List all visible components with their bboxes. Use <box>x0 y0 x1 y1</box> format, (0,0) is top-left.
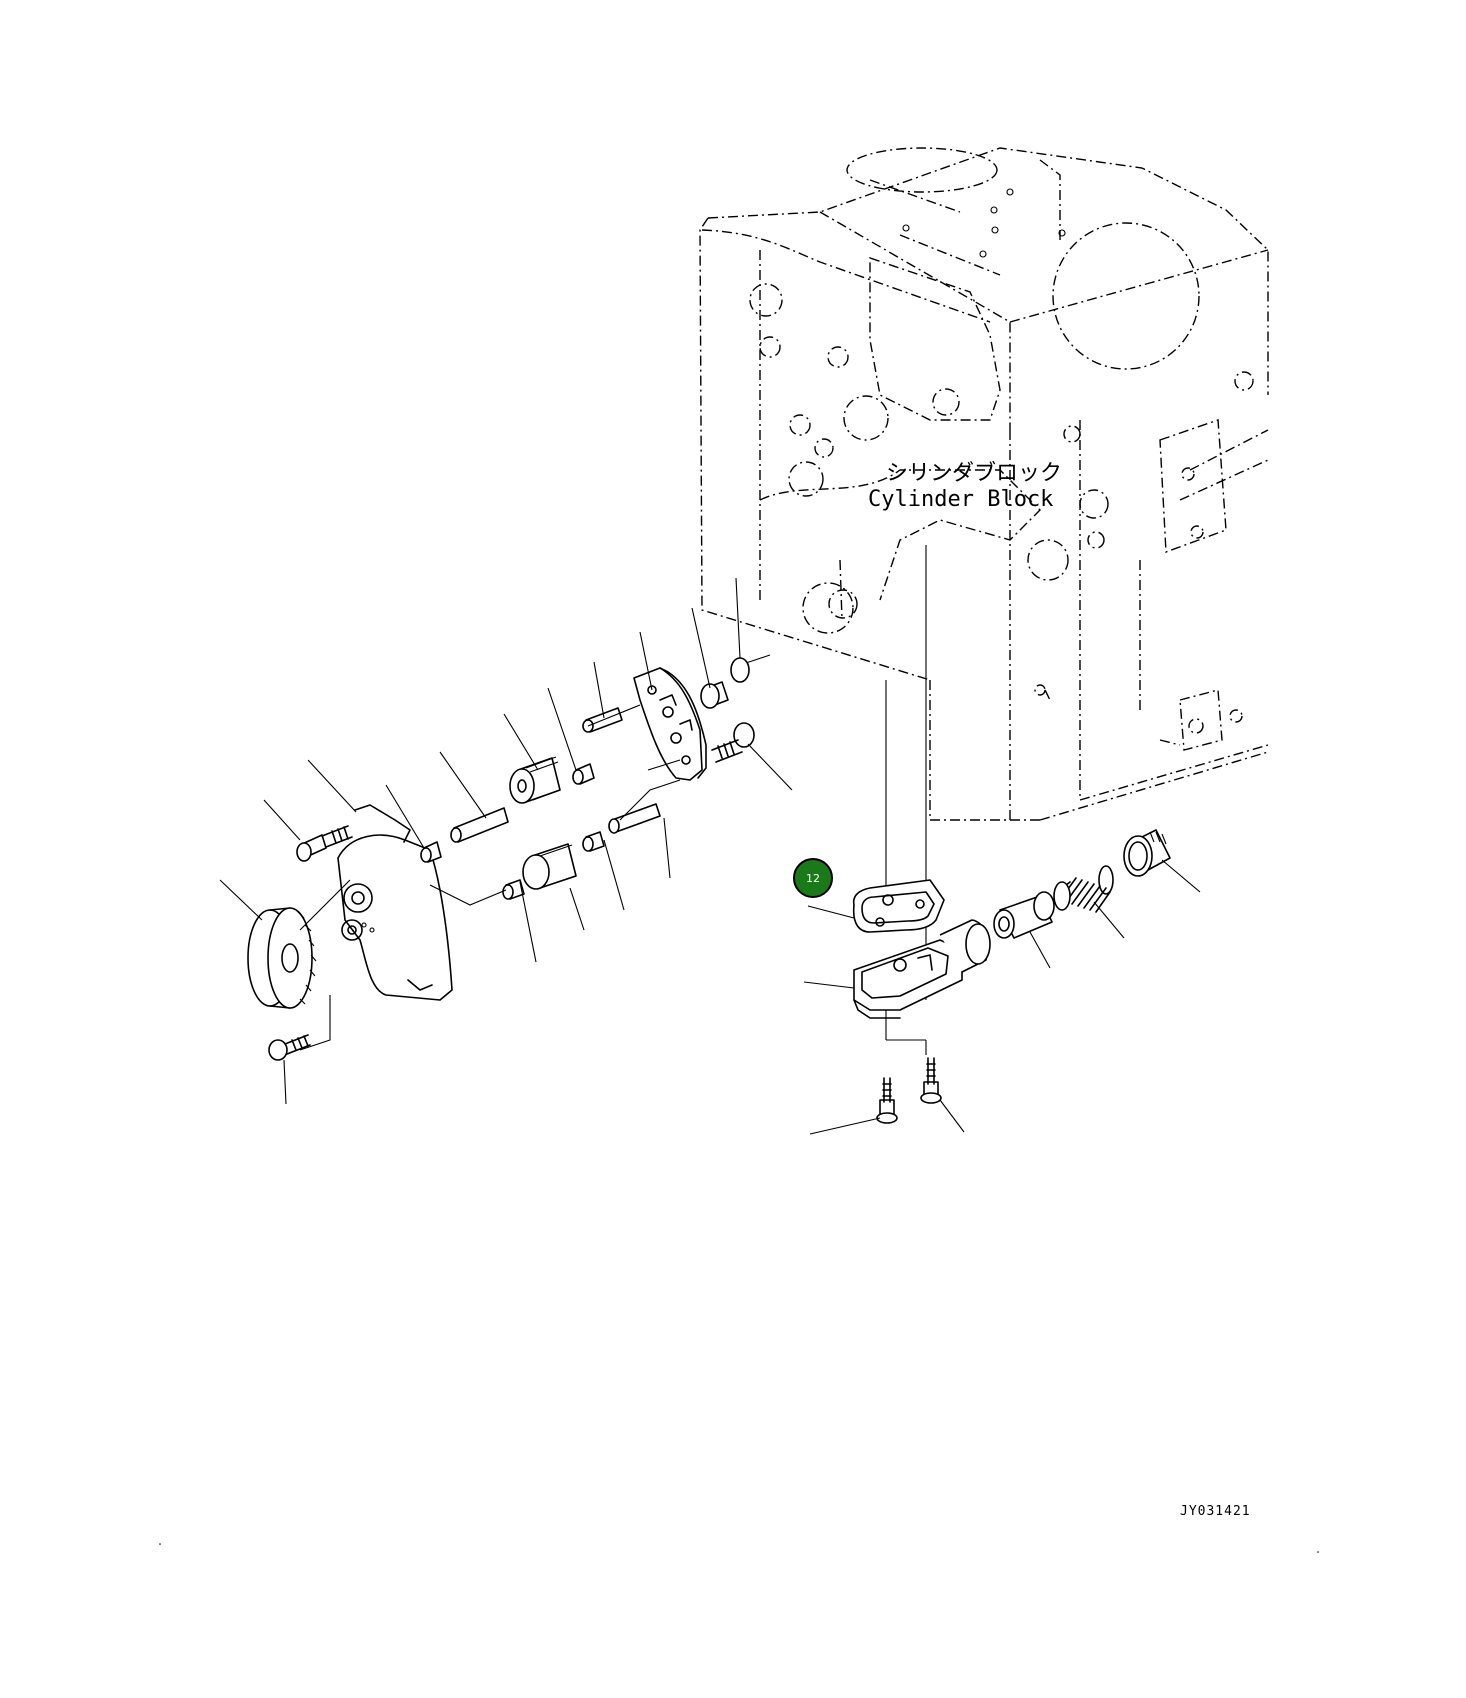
valve-housing-icon <box>853 919 991 1019</box>
housing-bolt-left-icon <box>876 1077 898 1124</box>
drive-gear-icon <box>522 843 577 890</box>
shaft-long-icon <box>450 807 509 843</box>
scan-dot <box>159 1543 161 1545</box>
gasket-icon <box>852 879 945 933</box>
gear-icon <box>247 907 317 1009</box>
valve-plunger-icon <box>993 891 1055 939</box>
part-callout-12[interactable]: 12 <box>793 858 833 898</box>
pin-mid-icon <box>582 831 605 852</box>
drawing-code: JY031421 <box>1180 1504 1251 1519</box>
pin-small-icon <box>572 763 595 785</box>
block-label-en: Cylinder Block <box>868 487 1053 512</box>
block-label-jp: シリンダブロック <box>886 461 1062 486</box>
bushing-icon <box>700 681 729 709</box>
cylinder-block-outline <box>699 147 1269 821</box>
leader-lines-pump <box>219 577 793 1105</box>
plug-icon <box>1123 829 1171 877</box>
pin-short-icon <box>420 841 442 863</box>
pin-lower-icon <box>502 879 525 900</box>
callout-number: 12 <box>806 872 820 885</box>
housing-bolt-right-icon <box>920 1057 942 1104</box>
scan-dot <box>1317 1551 1319 1553</box>
leader-lines-valve <box>803 859 1201 1135</box>
cylinder-block-label: シリンダブロック Cylinder Block <box>868 461 1062 512</box>
pump-guide-lines <box>299 704 681 1051</box>
shaft-lower-icon <box>608 803 661 834</box>
spring-icon <box>1053 865 1114 913</box>
pump-cover-icon <box>633 667 707 781</box>
o-ring-icon <box>730 657 750 683</box>
pump-body-icon <box>337 804 453 1001</box>
driven-gear-icon <box>509 756 561 804</box>
pump-bolt-icon <box>711 722 755 763</box>
bolt-icon <box>296 825 353 862</box>
bolt-icon-lower <box>268 1034 311 1061</box>
